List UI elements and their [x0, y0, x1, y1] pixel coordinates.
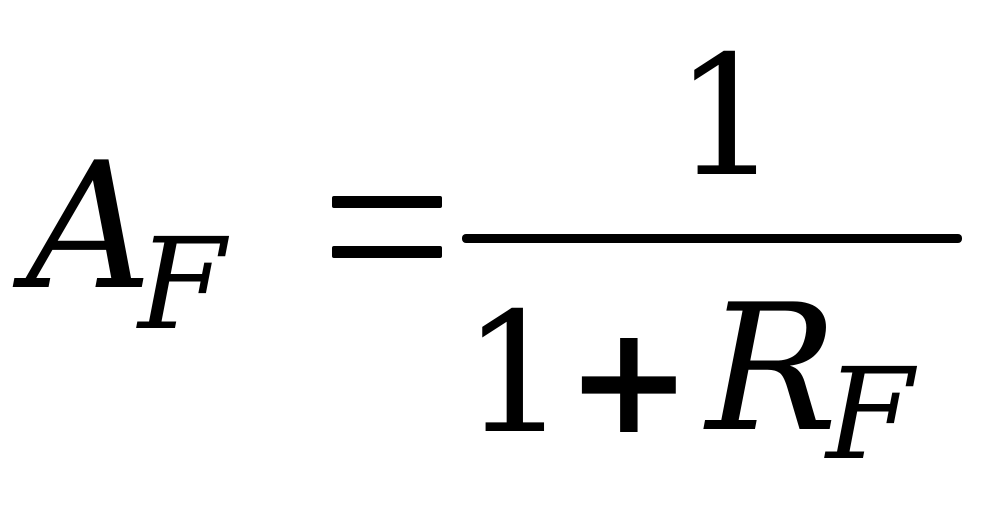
plus-operator: + — [566, 294, 692, 468]
fraction-numerator: 1 — [674, 21, 780, 214]
denominator-constant: 1 — [462, 278, 568, 471]
lhs-subscript: F — [138, 211, 226, 358]
lhs-symbol: A — [26, 126, 153, 329]
equals-sign — [332, 196, 442, 258]
fraction-bar — [462, 234, 962, 243]
equals-top-bar — [332, 196, 442, 208]
denominator-symbol: R — [706, 268, 838, 471]
equals-bottom-bar — [332, 246, 442, 258]
denominator-subscript: F — [826, 341, 914, 488]
